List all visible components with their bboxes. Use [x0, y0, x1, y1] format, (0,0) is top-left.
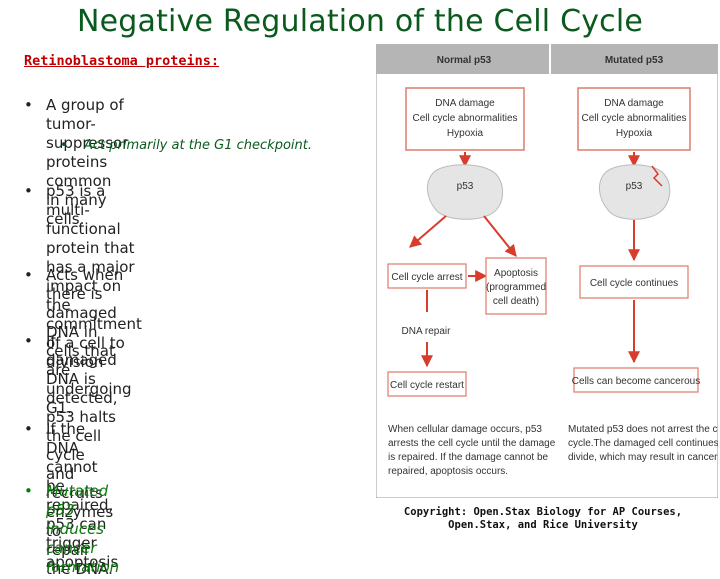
- restart-box: [387, 371, 467, 397]
- apoptosis-label: Apoptosis: [494, 268, 538, 279]
- mutated-caption-line: divide, which may result in cancer.: [568, 452, 718, 463]
- bullet-marker: •: [24, 420, 33, 438]
- bullet-marker: •: [24, 482, 33, 500]
- header-mutated-p53: Mutated p53: [605, 55, 664, 66]
- normal-trigger-abnormalities: Cell cycle abnormalities: [412, 113, 517, 124]
- arrest-box: [387, 263, 467, 289]
- normal-caption-line: is repaired. If the damage cannot be: [388, 452, 549, 463]
- normal-caption-line: arrests the cell cycle until the damage: [388, 438, 556, 449]
- mutated-p53-protein-shape: [599, 164, 671, 220]
- bullet-marker: •: [60, 138, 68, 153]
- normal-p53-protein-shape: [427, 164, 503, 220]
- bullet-text: Acts when there is damaged DNA in cells …: [46, 266, 132, 417]
- bullet-marker: •: [24, 182, 33, 200]
- apoptosis-label-line3: cell death): [493, 296, 539, 307]
- mutated-triggers-box: [577, 87, 691, 151]
- apoptosis-box: [485, 257, 547, 315]
- normal-triggers-box: [405, 87, 525, 151]
- apoptosis-label-line2: (programmed: [486, 282, 546, 293]
- figure-header-bar: [376, 44, 718, 74]
- mutated-trigger-abnormalities: Cell cycle abnormalities: [581, 113, 686, 124]
- bullet-text: Mutated p53 induces cancer formation: [46, 482, 120, 576]
- dna-repair-label: DNA repair: [402, 326, 452, 337]
- slide-title: Negative Regulation of the Cell Cycle: [76, 4, 644, 39]
- mutated-p53-label: p53: [626, 181, 643, 192]
- cell-cycle-continues-label: Cell cycle continues: [590, 278, 678, 289]
- mutated-caption-line: cycle.The damaged cell continues to: [568, 438, 718, 449]
- header-normal-p53: Normal p53: [437, 55, 492, 66]
- mutated-trigger-hypoxia: Hypoxia: [616, 128, 653, 139]
- normal-caption-line: When cellular damage occurs, p53: [388, 424, 542, 435]
- arrow-p53-to-arrest: [409, 215, 447, 248]
- bullet-marker: •: [24, 96, 33, 114]
- mutated-caption-line: Mutated p53 does not arrest the cell: [568, 424, 718, 435]
- bullet-marker: •: [24, 332, 33, 350]
- normal-trigger-dna-damage: DNA damage: [435, 98, 495, 109]
- cell-cycle-arrest-label: Cell cycle arrest: [391, 272, 462, 283]
- sub-bullet-text: Act primarily at the G1 checkpoint.: [84, 138, 312, 153]
- cancerous-box: [573, 367, 699, 393]
- arrow-p53-to-apoptosis: [483, 215, 517, 257]
- continues-box: [579, 265, 689, 299]
- normal-caption-line: repaired, apoptosis occurs.: [388, 466, 508, 477]
- mutated-trigger-dna-damage: DNA damage: [604, 98, 664, 109]
- cells-cancerous-label: Cells can become cancerous: [572, 376, 700, 387]
- copyright-notice: Copyright: Open.Stax Biology for AP Cour…: [403, 506, 683, 531]
- section-subtitle: Retinoblastoma proteins:: [24, 53, 220, 69]
- p53-figure: Normal p53 Mutated p53 DNA damage Cell c…: [376, 44, 718, 498]
- bullet-text: A group of tumor-suppressor proteins com…: [46, 96, 129, 228]
- normal-p53-label: p53: [457, 181, 474, 192]
- cell-cycle-restart-label: Cell cycle restart: [390, 380, 464, 391]
- normal-trigger-hypoxia: Hypoxia: [447, 128, 484, 139]
- bullet-text: p53 is a multi-functional protein that h…: [46, 182, 142, 371]
- bullet-marker: •: [24, 266, 33, 284]
- mutation-zigzag-icon: [651, 165, 663, 187]
